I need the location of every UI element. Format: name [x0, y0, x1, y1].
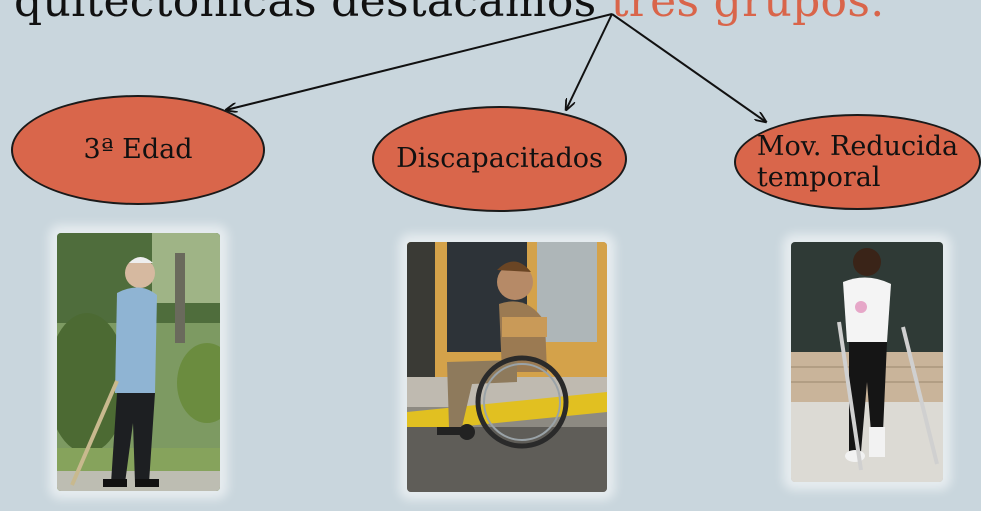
arrow-to-mov-reducida	[611, 13, 766, 122]
title-accent-text: tres grupos.	[610, 0, 885, 27]
slide-title: quitectónicas destacamos tres grupos.	[14, 0, 885, 27]
node-3a-edad: 3ª Edad	[11, 95, 265, 205]
photo-elderly-man	[57, 233, 220, 491]
arrow-to-discapacitados	[566, 13, 613, 110]
photo-crutches-man	[791, 242, 943, 482]
node-discapacitados: Discapacitados	[372, 106, 627, 212]
node-label: Discapacitados	[396, 143, 603, 175]
arrow-to-3a-edad	[226, 13, 613, 110]
photo-wheelchair-man	[407, 242, 607, 492]
title-text: quitectónicas destacamos	[14, 0, 611, 27]
node-label: 3ª Edad	[83, 134, 193, 166]
